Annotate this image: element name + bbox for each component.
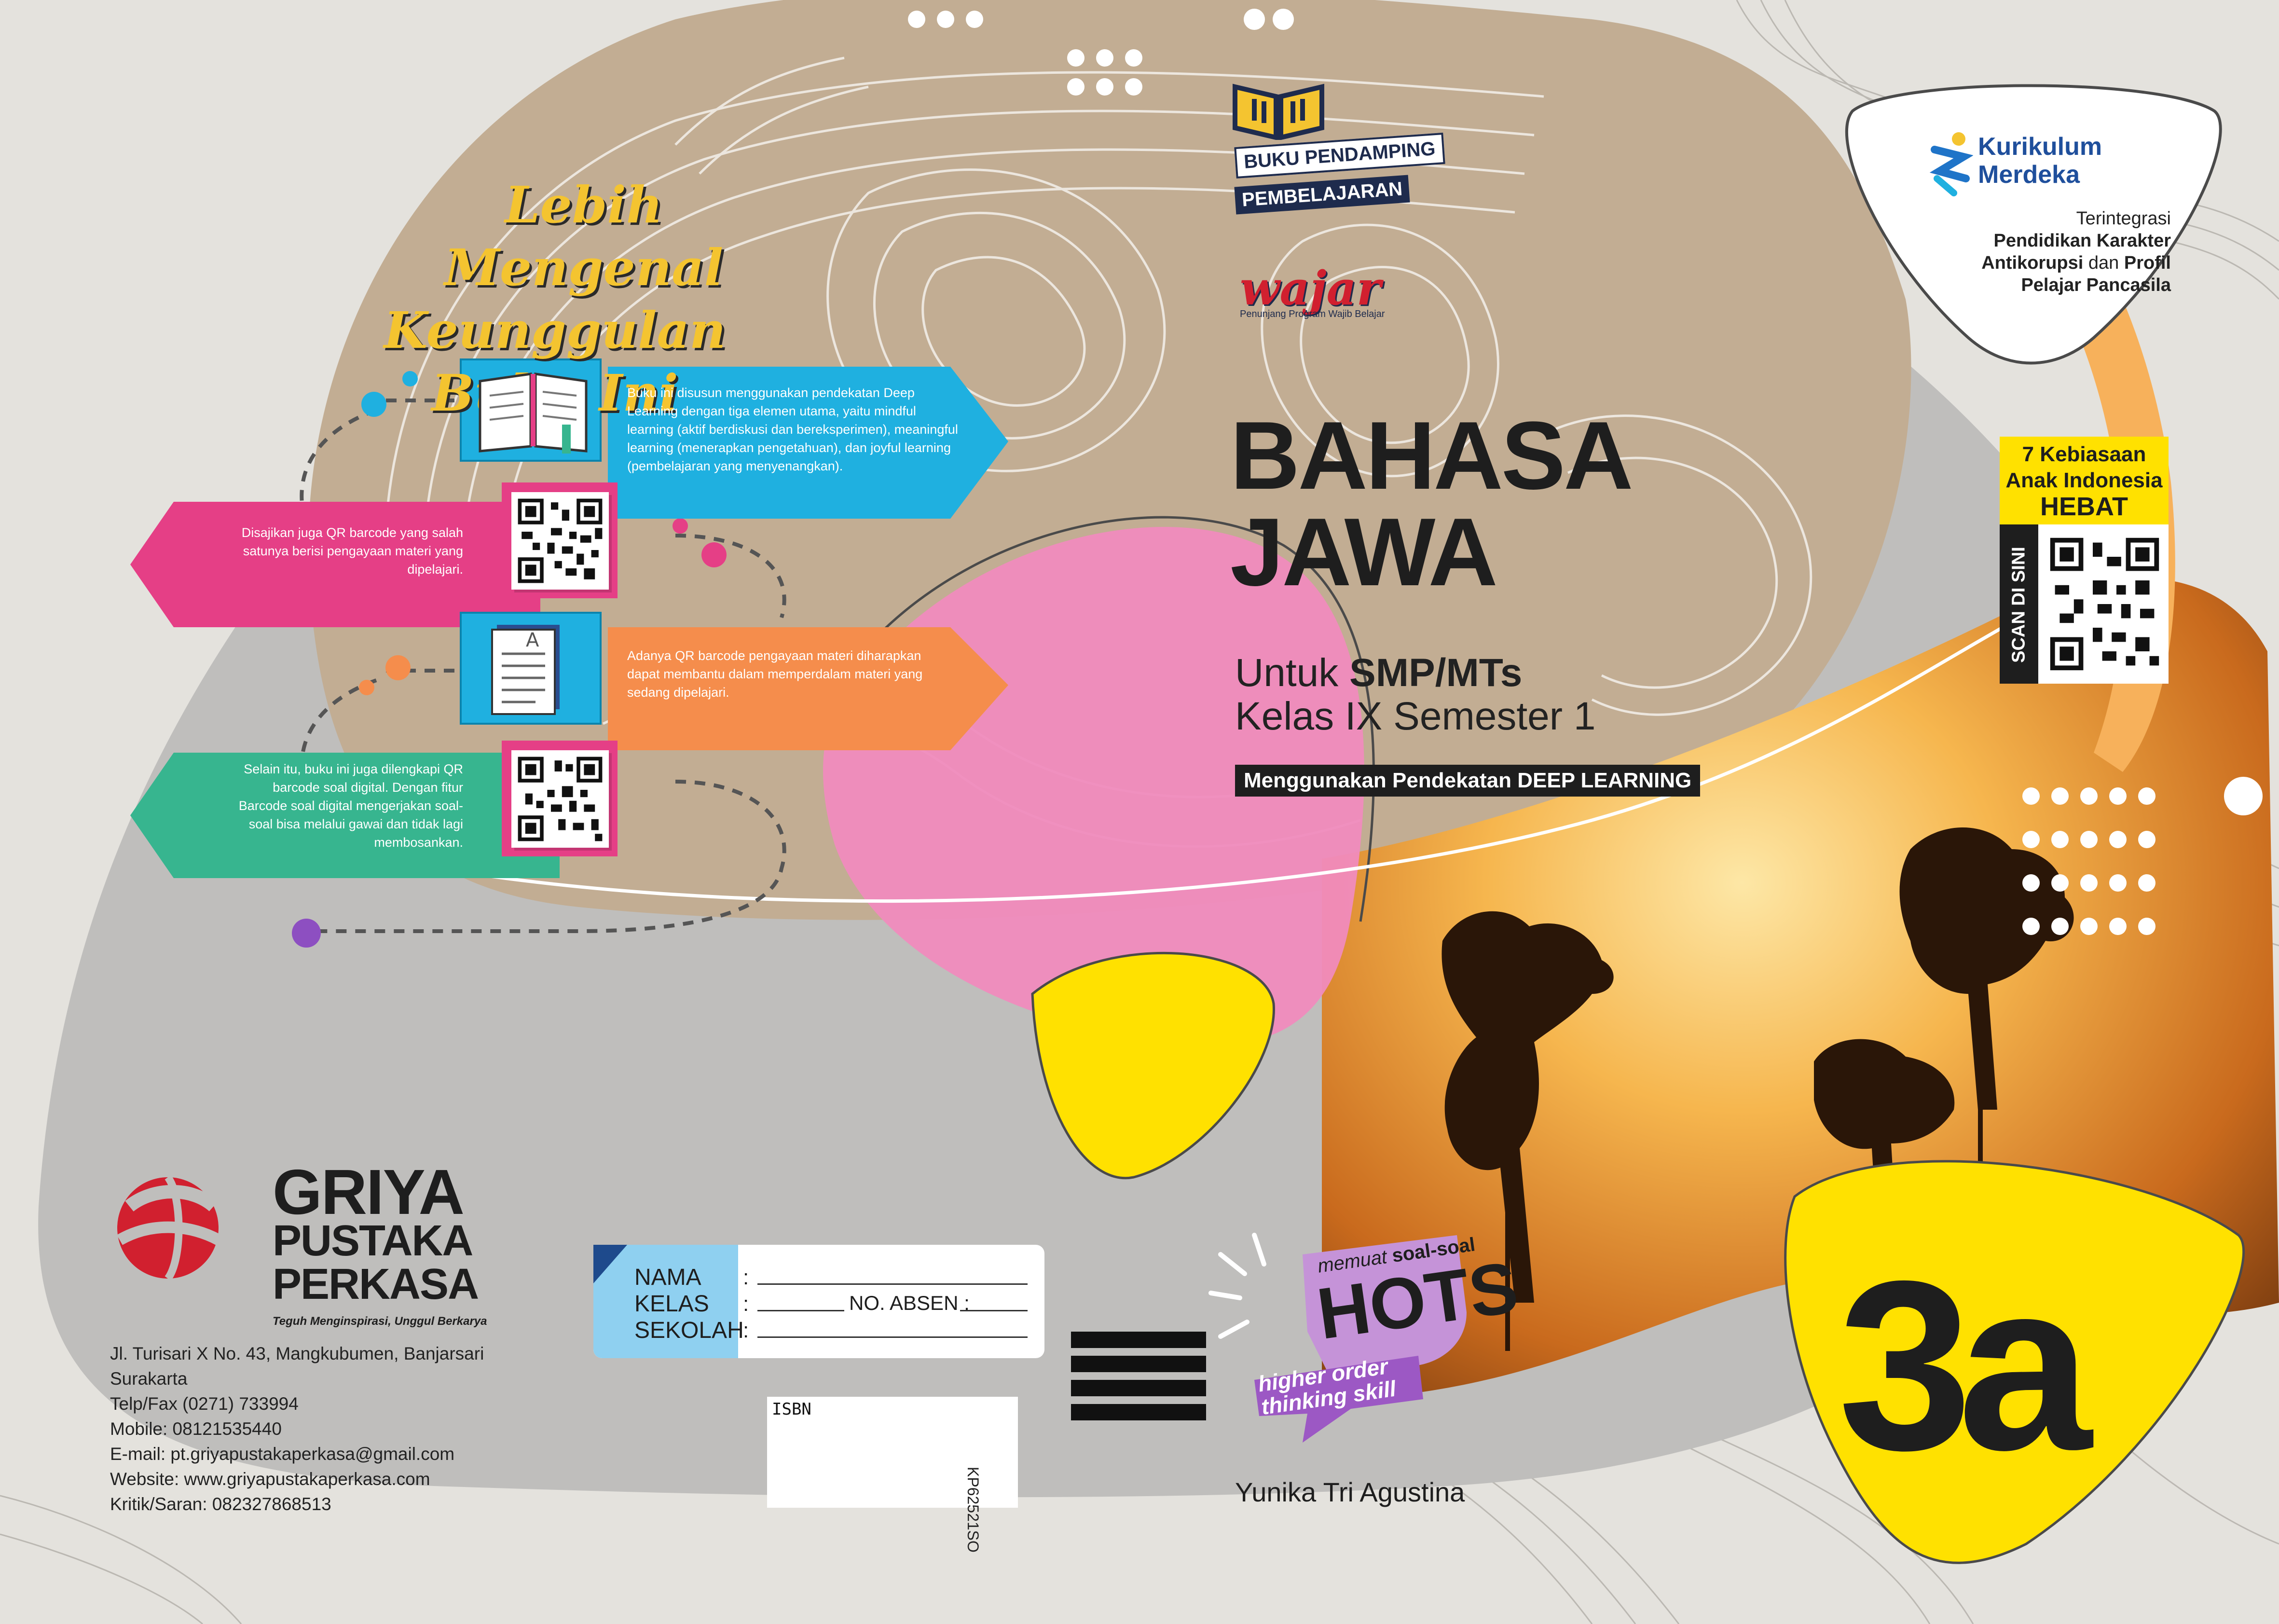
name-form: NAMA KELAS SEKOLAH ::: NO. ABSEN :	[593, 1245, 1044, 1358]
publisher-feedback: Kritik/Saran: 082327868513	[110, 1494, 331, 1514]
open-book-icon	[475, 367, 591, 458]
series-badge-line2: PEMBELAJARAN	[1234, 175, 1410, 215]
kurikulum-integrated: Terintegrasi	[2076, 208, 2171, 229]
isbn-box: ISBN	[767, 1397, 1018, 1508]
feature-text-3: Adanya QR barcode pengayaan materi dihar…	[627, 648, 923, 700]
series-badge: BUKU PENDAMPING PEMBELAJARAN	[1225, 77, 1457, 246]
kurikulum-line2: Antikorupsi dan Profil	[1862, 252, 2171, 274]
isbn-label: ISBN	[772, 1400, 811, 1419]
form-label-school: SEKOLAH	[634, 1318, 744, 1343]
hots-badge: memuat soal-soal HOTS higher order think…	[1206, 1225, 1523, 1447]
kurikulum-name-1: Kurikulum	[1978, 133, 2102, 161]
publisher-website: Website: www.griyapustakaperkasa.com	[110, 1469, 430, 1489]
habits-line2: Anak Indonesia	[2005, 468, 2163, 492]
form-absen-field[interactable]	[960, 1310, 1028, 1311]
habits-scan-label: SCAN DI SINI	[2008, 547, 2029, 663]
book-title-line2: JAWA	[1230, 498, 1498, 606]
kurikulum-line2-bold: Antikorupsi	[1981, 253, 2084, 273]
white-curve	[269, 577, 2100, 903]
qr-code-icon	[511, 750, 609, 848]
feature-text-1: Buku ini disusun menggunakan pendekatan …	[627, 385, 958, 473]
habits-line3: HEBAT	[2040, 492, 2128, 521]
publisher-name-1: GRIYA	[273, 1156, 465, 1227]
yellow-triangle-big	[1785, 1161, 2244, 1563]
svg-text:A: A	[526, 629, 539, 651]
feature-text-4: Selain itu, buku ini juga dilengkapi QR …	[238, 762, 463, 850]
habits-qr-code[interactable]	[2046, 532, 2164, 679]
feature-text-2: Disajikan juga QR barcode yang salah sat…	[241, 525, 463, 577]
book-for-prefix: Untuk	[1235, 651, 1349, 695]
wajar-logo: wajar Penunjang Program Wajib Belajar	[1240, 265, 1414, 320]
document-icon: A	[487, 620, 574, 719]
publisher-tagline: Teguh Menginspirasi, Unggul Berkarya	[273, 1315, 487, 1328]
publisher-name-2: PUSTAKA	[273, 1217, 473, 1265]
book-title-line1: BAHASA	[1230, 402, 1634, 509]
kurikulum-line3: Pelajar Pancasila	[2021, 275, 2171, 295]
publisher-address: Jl. Turisari X No. 43, Mangkubumen, Banj…	[110, 1344, 484, 1363]
form-absen-label: NO. ABSEN :	[849, 1292, 970, 1314]
form-name-field[interactable]	[757, 1283, 1028, 1285]
publisher-phone: Telp/Fax (0271) 733994	[110, 1394, 299, 1414]
yellow-triangle-small	[1032, 953, 1274, 1178]
book-level-line: Untuk SMP/MTs	[1235, 651, 1522, 695]
kurikulum-badge: Kurikulum Merdeka Terintegrasi Pendidika…	[1824, 68, 2234, 367]
habits-badge: 7 Kebiasaan Anak Indonesia HEBAT SCAN DI…	[2000, 437, 2169, 684]
kurikulum-line1: Pendidikan Karakter	[1993, 231, 2171, 251]
book-for-level: SMP/MTs	[1349, 651, 1523, 695]
form-label-name: NAMA	[634, 1265, 701, 1290]
publisher-logo-icon	[110, 1168, 226, 1286]
kurikulum-name-2: Merdeka	[1978, 161, 2080, 189]
publisher-email: E-mail: pt.griyapustakaperkasa@gmail.com	[110, 1444, 455, 1464]
qr-code-icon	[511, 492, 609, 590]
book-logo-icon	[1233, 83, 1324, 140]
publisher-name-3: PERKASA	[273, 1260, 479, 1308]
hots-burst-icon	[1208, 1233, 1266, 1339]
connector-dots	[292, 371, 727, 948]
features-heading: Lebih Mengenal Keunggulan Buku Ini	[367, 174, 801, 425]
features-heading-line1: Lebih Mengenal	[444, 175, 724, 297]
form-class-field[interactable]	[757, 1310, 844, 1311]
publisher-city: Surakarta	[110, 1369, 188, 1389]
book-class-semester: Kelas IX Semester 1	[1235, 694, 1596, 738]
book-approach-banner: Menggunakan Pendekatan DEEP LEARNING	[1235, 765, 1701, 797]
kurikulum-line2-bold2: Profil	[2124, 253, 2171, 273]
form-school-field[interactable]	[757, 1336, 1028, 1338]
book-author: Yunika Tri Agustina	[1235, 1477, 1465, 1507]
dot-pattern-top	[908, 9, 1294, 96]
publisher-mobile: Mobile: 08121535440	[110, 1419, 282, 1439]
product-code: KP62521SO	[964, 1467, 982, 1553]
binding-bars	[1071, 1332, 1206, 1420]
wajar-wordmark: wajar	[1240, 261, 1381, 316]
habits-line1: 7 Kebiasaan	[2022, 442, 2146, 466]
wajar-tagline: Penunjang Program Wajib Belajar	[1240, 309, 1385, 319]
pink-blob-outline	[819, 516, 1375, 922]
kurikulum-logo-icon	[1925, 130, 1974, 200]
dot-pattern-right	[2022, 777, 2263, 935]
kurikulum-line2-mid: dan	[2083, 253, 2124, 273]
form-label-class: KELAS	[634, 1291, 709, 1317]
book-volume: 3a	[1838, 1230, 2092, 1500]
